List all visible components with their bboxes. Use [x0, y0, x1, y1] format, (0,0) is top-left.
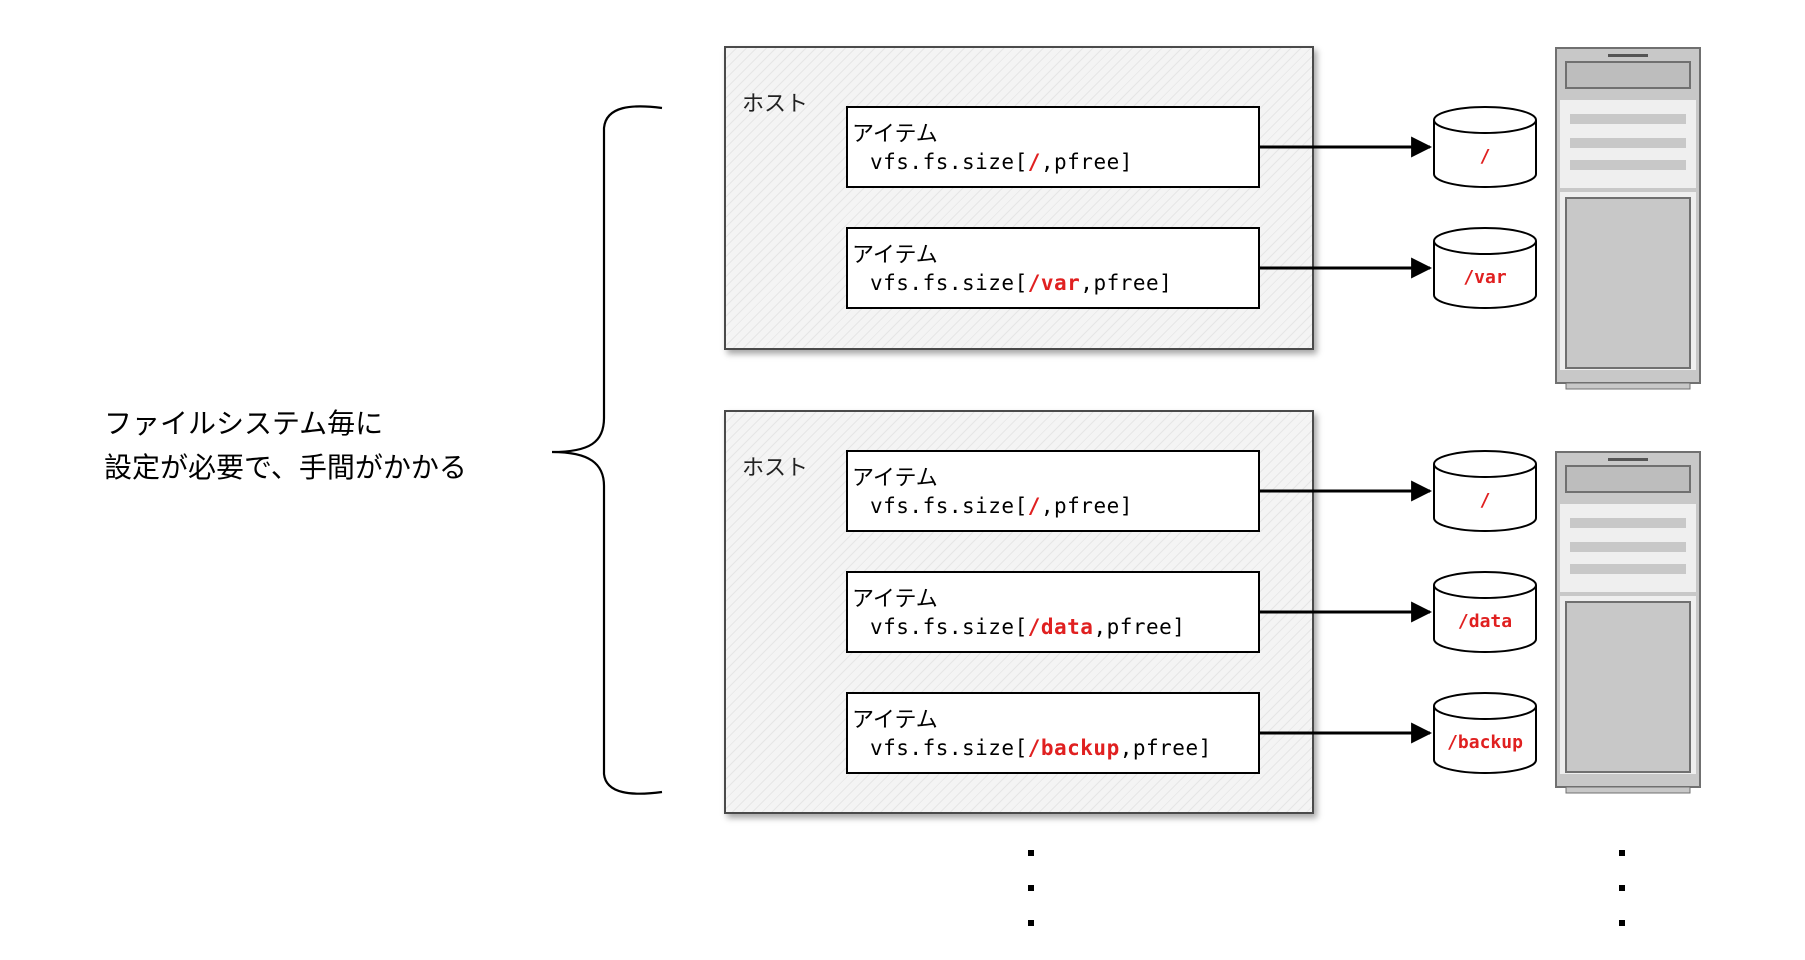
disk-icon: /backup	[1433, 692, 1537, 774]
item-box: アイテム vfs.fs.size[/backup,pfree]	[846, 692, 1260, 774]
item-box: アイテム vfs.fs.size[/,pfree]	[846, 106, 1260, 188]
item-key-prefix: vfs.fs.size[	[870, 150, 1028, 174]
item-box: アイテム vfs.fs.size[/,pfree]	[846, 450, 1260, 532]
item-box: アイテム vfs.fs.size[/var,pfree]	[846, 227, 1260, 309]
item-key-prefix: vfs.fs.size[	[870, 615, 1028, 639]
item-key-path: /backup	[1027, 736, 1120, 760]
annotation-line-2: 設定が必要で、手間がかかる	[104, 451, 467, 484]
disk-label: /var	[1463, 267, 1507, 288]
item-key-path: /data	[1027, 615, 1094, 639]
disk-label: /data	[1458, 611, 1512, 632]
disk-label: /	[1480, 490, 1491, 511]
item-key: vfs.fs.size[/,pfree]	[870, 494, 1133, 518]
disk-icon: /data	[1433, 571, 1537, 653]
item-key: vfs.fs.size[/,pfree]	[870, 150, 1133, 174]
item-key-path: /	[1027, 150, 1041, 174]
item-key-path: /var	[1027, 271, 1081, 295]
server-icon	[1555, 451, 1701, 794]
server-icon	[1555, 47, 1701, 390]
disk-label: /backup	[1447, 732, 1523, 753]
disk-icon: /var	[1433, 227, 1537, 309]
disk-icon: /	[1433, 106, 1537, 188]
item-title: アイテム	[852, 243, 938, 268]
item-key: vfs.fs.size[/data,pfree]	[870, 615, 1185, 639]
item-title: アイテム	[852, 587, 938, 612]
item-key-suffix: ,pfree]	[1119, 736, 1212, 760]
item-title: アイテム	[852, 122, 938, 147]
item-box: アイテム vfs.fs.size[/data,pfree]	[846, 571, 1260, 653]
host-label: ホスト	[742, 456, 809, 481]
item-key-suffix: ,pfree]	[1093, 615, 1186, 639]
item-key-prefix: vfs.fs.size[	[870, 494, 1028, 518]
continuation-dots-right	[1619, 850, 1625, 926]
item-key-suffix: ,pfree]	[1040, 150, 1133, 174]
continuation-dots-left	[1028, 850, 1034, 926]
item-key-suffix: ,pfree]	[1040, 494, 1133, 518]
host-label: ホスト	[742, 92, 809, 117]
item-key-prefix: vfs.fs.size[	[870, 271, 1028, 295]
item-key-prefix: vfs.fs.size[	[870, 736, 1028, 760]
item-key-path: /	[1027, 494, 1041, 518]
item-key: vfs.fs.size[/var,pfree]	[870, 271, 1172, 295]
item-key: vfs.fs.size[/backup,pfree]	[870, 736, 1212, 760]
curly-brace	[551, 105, 663, 795]
annotation-text: ファイルシステム毎に 設定が必要で、手間がかかる	[104, 402, 467, 490]
item-key-suffix: ,pfree]	[1080, 271, 1173, 295]
item-title: アイテム	[852, 466, 938, 491]
disk-icon: /	[1433, 450, 1537, 532]
item-title: アイテム	[852, 708, 938, 733]
disk-label: /	[1480, 146, 1491, 167]
annotation-line-1: ファイルシステム毎に	[104, 407, 384, 440]
